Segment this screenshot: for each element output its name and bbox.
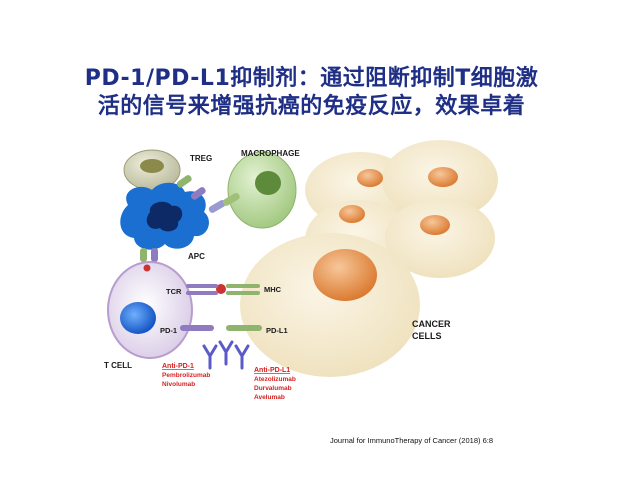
pd1-receptor	[180, 325, 214, 331]
label-treg: TREG	[190, 154, 212, 163]
slide-title-line-2: 活的信号来增强抗癌的免疫反应，效果卓着	[97, 94, 526, 119]
macrophage-cell	[227, 151, 297, 229]
anti-pdl1-drug: Atezolizumab	[254, 376, 296, 383]
cancer-cell-nucleus	[313, 249, 377, 301]
anti-pdl1-drug: Avelumab	[254, 394, 285, 401]
pdl1-ligand	[226, 325, 262, 331]
t-cell	[107, 261, 193, 359]
mhc-dot	[216, 284, 226, 294]
label-cancer: CANCER	[412, 319, 451, 329]
antibody-icon	[202, 344, 218, 370]
anti-pdl1-heading: Anti-PD-L1	[254, 367, 290, 374]
tcr-mhc-complex	[186, 284, 260, 295]
antibody-icon	[218, 340, 234, 366]
cancer-cell-nucleus	[339, 205, 365, 223]
label-cells: CELLS	[412, 331, 442, 341]
cancer-cell-nucleus	[357, 169, 383, 187]
antibody-icon	[234, 344, 250, 370]
slide-title-line-1: PD-1/PD-L1抑制剂：通过阻断抑制T细胞激	[84, 66, 539, 91]
mhc-dot	[143, 264, 151, 272]
cancer-cell-nucleus	[428, 167, 458, 187]
label-pdl1: PD-L1	[266, 326, 288, 335]
apc-cell	[120, 182, 209, 250]
anti-pd1-drug: Nivolumab	[162, 381, 195, 388]
treg-cell	[123, 149, 181, 191]
anti-pdl1-drug: Durvalumab	[254, 385, 292, 392]
label-t-cell: T CELL	[104, 361, 132, 370]
label-apc: APC	[188, 252, 205, 261]
cancer-cell	[385, 198, 495, 278]
anti-pd1-drug: Pembrolizumab	[162, 372, 210, 379]
label-mhc: MHC	[264, 285, 282, 294]
label-macrophage: MACROPHAGE	[241, 149, 300, 158]
citation: Journal for ImmunoTherapy of Cancer (201…	[330, 436, 493, 445]
cancer-cell-cluster	[240, 140, 498, 377]
cancer-cell-nucleus	[420, 215, 450, 235]
label-tcr: TCR	[166, 287, 182, 296]
anti-pd1-heading: Anti-PD-1	[162, 363, 194, 370]
receptor-connectors	[140, 175, 240, 262]
label-pd1: PD-1	[160, 326, 177, 335]
